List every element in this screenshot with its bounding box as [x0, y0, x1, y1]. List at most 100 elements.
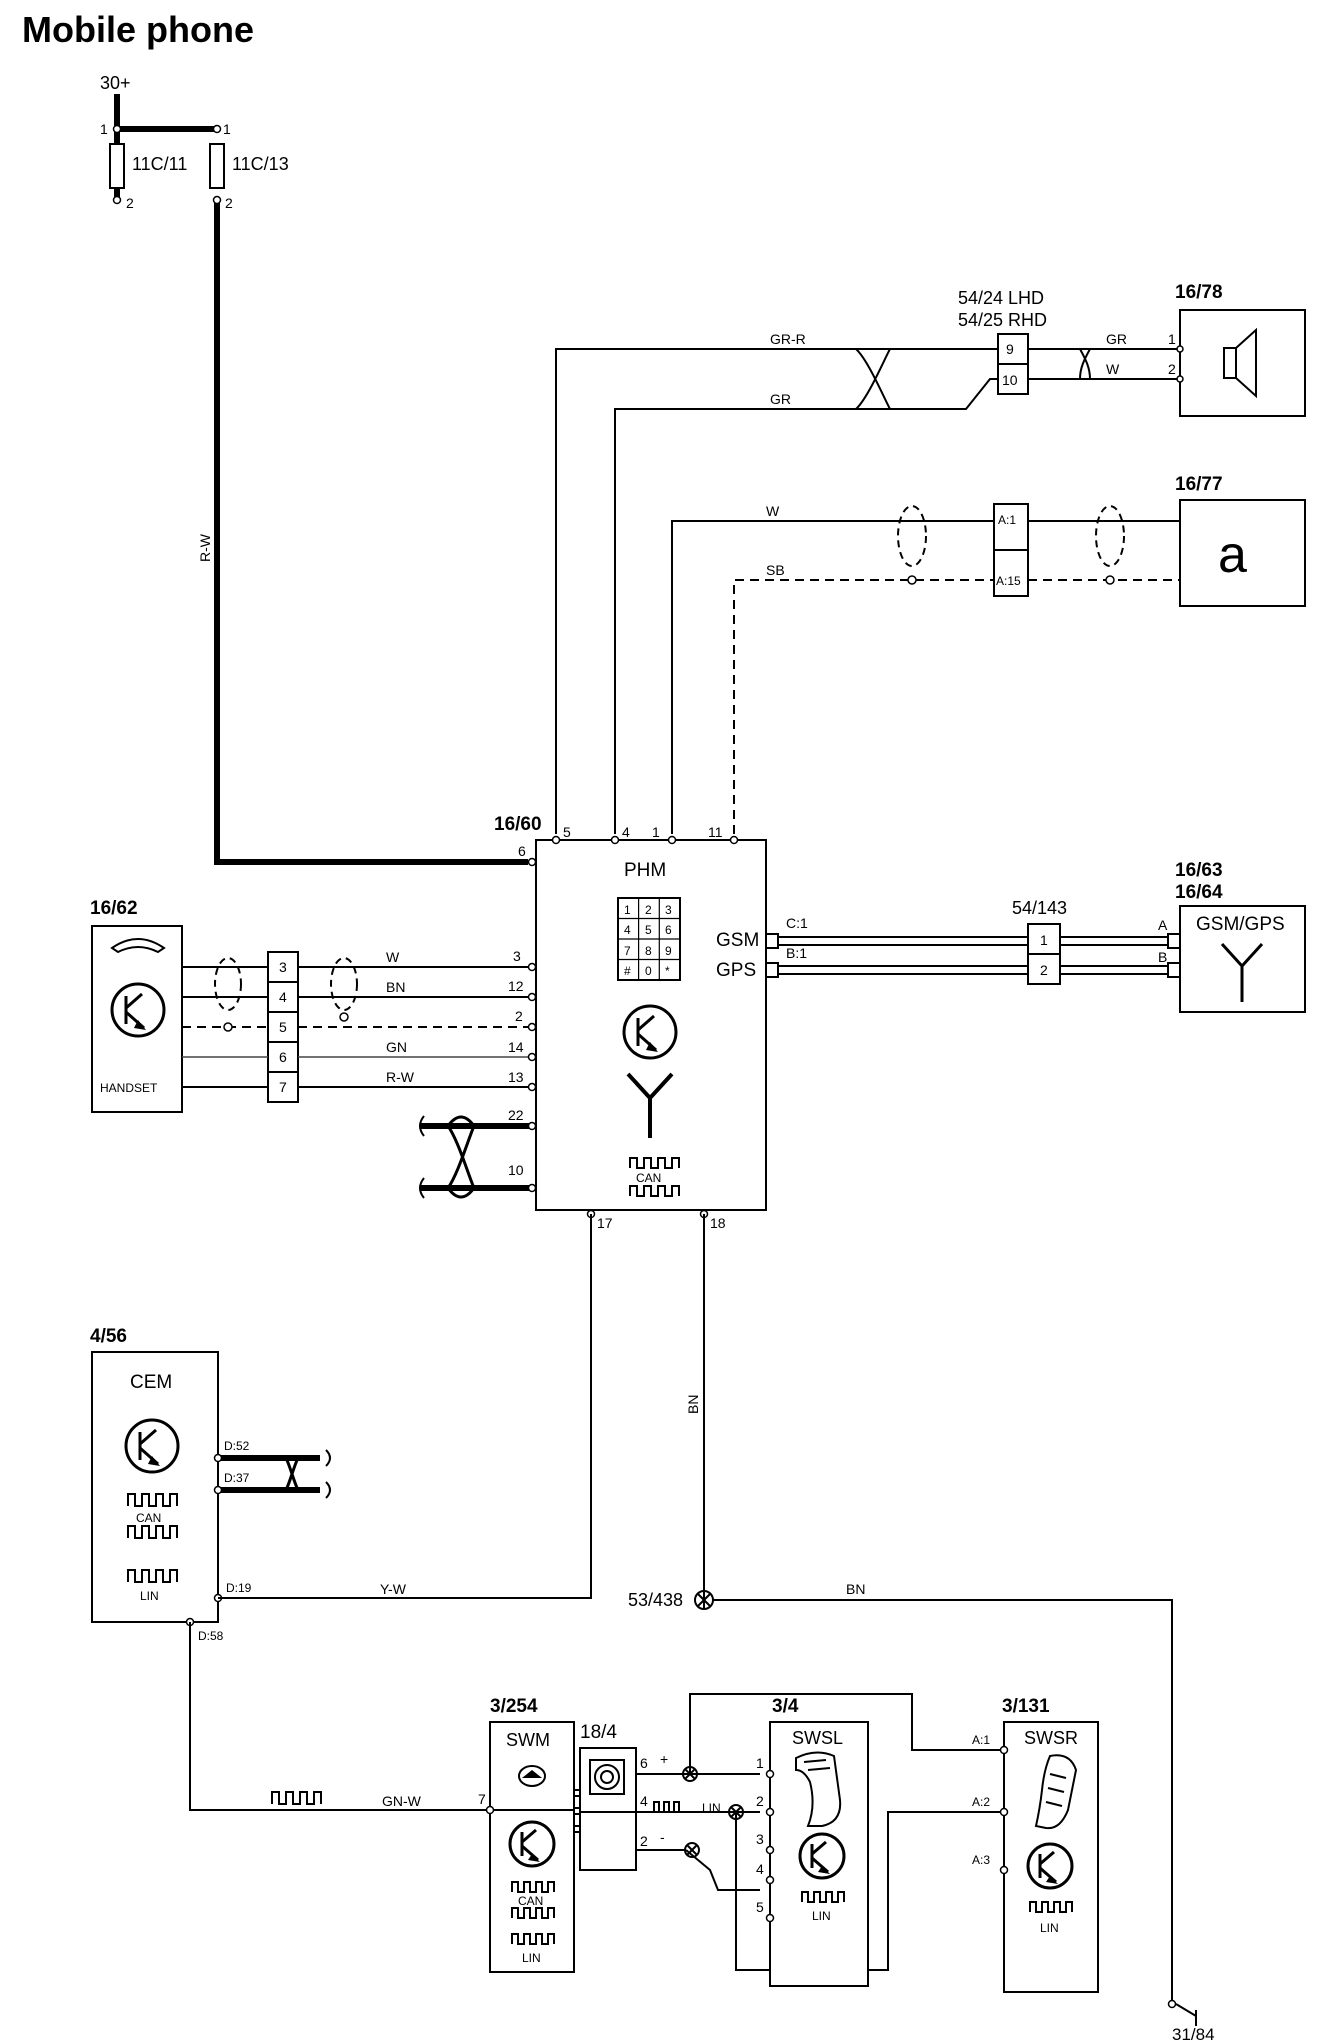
speaker-out-wire-1-label: GR: [1106, 331, 1127, 347]
phm-left-pin-6: 6: [518, 843, 526, 859]
swsl-transistor-icon: [798, 1832, 846, 1880]
mic-w-wire-label: W: [766, 503, 780, 519]
swsl-pin-2: 2: [756, 1793, 764, 1809]
phm-id: 16/60: [494, 814, 542, 835]
swsr-lin-icon: LIN: [1029, 1901, 1073, 1935]
handset-conn-pin6: 6: [279, 1049, 287, 1065]
fuse2-pin1-terminal: [212, 124, 222, 134]
fuse2-pin2: 2: [225, 195, 233, 211]
antenna-conn-pin2: 2: [1040, 962, 1048, 978]
plus-supply-wire: [689, 1693, 1000, 1774]
cem-pin-d19: D:19: [226, 1581, 252, 1595]
break-icon: [419, 1115, 425, 1137]
antenna-term-a: A: [1158, 917, 1168, 933]
cem-label: CEM: [130, 1372, 172, 1393]
twist-speaker-out-icon: [1079, 348, 1091, 380]
gps-port: [765, 962, 779, 978]
swsl-pin-3: 3: [756, 1831, 764, 1847]
fuse-11c13: [209, 143, 225, 189]
swm-label: SWM: [506, 1730, 550, 1750]
fuse1-pin2-terminal: [112, 195, 122, 205]
swsl-label: SWSL: [792, 1728, 843, 1748]
phm-top-pin-4: 4: [622, 824, 630, 840]
antenna-term-b: B: [1158, 949, 1167, 965]
lin-swsr-wire: [735, 1811, 1000, 1971]
gsm-gps-antenna-icon: [1220, 942, 1264, 1002]
svg-text:9: 9: [665, 944, 672, 958]
swm-can-icon: CAN: [511, 1881, 555, 1919]
ground-point-label: 31/84: [1172, 2025, 1215, 2040]
antenna-icon: [626, 1072, 674, 1138]
phm-left-pin-2: 2: [515, 1008, 523, 1024]
phm-label: PHM: [624, 860, 666, 881]
antenna-section: 16/63 16/64 GSM/GPS 54/143 1 2 A B: [778, 860, 1306, 1013]
swsr-pin-a1: A:1: [972, 1733, 990, 1747]
stalk-icon: [795, 1751, 842, 1827]
splice-lin-icon: [728, 1804, 744, 1820]
cem-lin-icon: LIN: [127, 1569, 178, 1603]
phm-gps-label: GPS: [716, 960, 756, 981]
mic-section: 16/77 a A:1 A:15 W SB: [671, 474, 1306, 834]
yw-wire: [218, 1214, 592, 1599]
speaker-connector-rhd: 54/25 RHD: [958, 310, 1047, 330]
svg-text:6: 6: [665, 923, 672, 937]
handset-w-label: W: [386, 949, 400, 965]
phm-top-pin-11: 11: [708, 824, 723, 840]
ground-section: BN 53/438 BN 31/84: [628, 1214, 1215, 2040]
mic-conn-a1: A:1: [998, 513, 1016, 527]
swsr-stalk-icon: [1034, 1754, 1078, 1830]
fuse1-pin2: 2: [126, 195, 134, 211]
handset-transistor-icon: [110, 982, 166, 1038]
supply-label: 30+: [100, 73, 131, 93]
rw-supply-wire: [214, 200, 528, 865]
handset-conn-pin4: 4: [279, 989, 287, 1005]
bn-wire-label: BN: [685, 1395, 701, 1414]
swm-box: [489, 1721, 575, 1973]
handset-gn-label: GN: [386, 1039, 407, 1055]
rw-wire-label: R-W: [197, 533, 213, 562]
swsr-box: [1003, 1721, 1099, 1993]
handset-label: HANDSET: [100, 1081, 158, 1095]
swsl-pin-4: 4: [756, 1861, 764, 1877]
mic-id: 16/77: [1175, 474, 1223, 495]
swm-id: 3/254: [490, 1696, 538, 1717]
handset-shield-icon: [214, 957, 358, 1032]
swsr-pin-a2: A:2: [972, 1795, 990, 1809]
yw-wire-label: Y-W: [380, 1581, 407, 1597]
svg-text:CAN: CAN: [636, 1171, 661, 1185]
antenna-id-1: 16/63: [1175, 860, 1223, 881]
antenna-id-2: 16/64: [1175, 882, 1223, 903]
svg-text:3: 3: [665, 903, 672, 917]
handset-conn-pin5: 5: [279, 1019, 287, 1035]
swm-section: 3/254 SWM CAN LIN GN-W 7: [189, 1622, 581, 1973]
mic-sb-wire: [733, 579, 994, 834]
phm-pin-c1: C:1: [786, 915, 808, 931]
speaker-icon: [1223, 327, 1257, 399]
fuse2-label: 11C/13: [232, 154, 289, 174]
handset-bn-label: BN: [386, 979, 405, 995]
gr-wire-label: GR: [770, 391, 791, 407]
swm-transistor-icon: [508, 1820, 556, 1868]
shield-icon: [897, 505, 1125, 585]
phm-left-pin-14: 14: [508, 1039, 524, 1055]
svg-text:CAN: CAN: [136, 1511, 161, 1525]
swsl-lin-icon: LIN: [801, 1891, 845, 1923]
ground-icon: [1175, 2003, 1197, 2026]
phm-module: 16/60 PHM 5 4 1 11 6 3 12 2 14 13 22 10 …: [494, 814, 808, 1231]
gr-r-wire-label: GR-R: [770, 331, 806, 347]
clock-spring-minus: -: [660, 1829, 665, 1845]
twisted-pair-icon: [446, 1115, 476, 1199]
clock-spring-section: 18/4 6 4 2 + - LIN: [579, 1693, 1000, 1971]
svg-text:*: *: [665, 964, 670, 978]
mic-icon: a: [1218, 526, 1247, 584]
handset-connector: [267, 951, 299, 1103]
page-title: Mobile phone: [22, 9, 254, 50]
mic-sb-wire-label: SB: [766, 562, 785, 578]
speaker-conn-pin10: 10: [1002, 372, 1018, 388]
swm-lin-icon: LIN: [511, 1933, 555, 1965]
swsl-pin-1: 1: [756, 1755, 764, 1771]
phm-top-pin-5: 5: [563, 824, 571, 840]
phm-top-pin-1: 1: [652, 824, 660, 840]
swm-pin-7: 7: [478, 1791, 486, 1807]
